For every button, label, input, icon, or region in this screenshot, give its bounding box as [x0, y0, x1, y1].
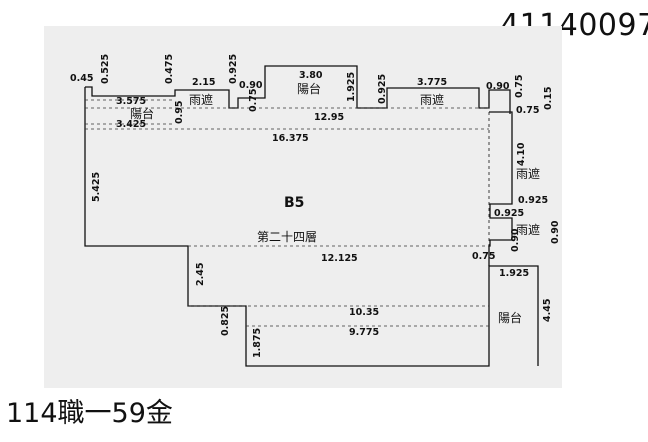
- dim-label: 0.45: [70, 73, 93, 84]
- dim-label: 0.925: [377, 74, 388, 104]
- dim-label: 1.925: [499, 268, 529, 279]
- dim-label: 0.90: [510, 228, 521, 252]
- floor-plan-sheet: 陽台 雨遮 陽台 雨遮 雨遮 雨遮 陽台 B5 第二十四層 0.45 0.525…: [44, 26, 562, 388]
- dim-label: 2.45: [195, 263, 206, 286]
- dim-label: 0.75: [248, 89, 259, 112]
- dim-label: 1.925: [346, 72, 357, 102]
- dim-label: 0.15: [543, 87, 554, 110]
- canopy-label-right: 雨遮: [516, 166, 540, 181]
- dim-label: 10.35: [349, 307, 379, 318]
- dim-label: 0.75: [516, 105, 539, 116]
- dim-label: 3.575: [116, 96, 146, 107]
- dim-label: 5.425: [91, 172, 102, 202]
- canopy-label-top-left: 雨遮: [189, 92, 213, 107]
- dim-label: 0.525: [100, 54, 111, 84]
- dim-label: 12.95: [314, 112, 344, 123]
- dim-label: 0.90: [239, 80, 263, 91]
- balcony-label-top: 陽台: [297, 81, 321, 96]
- dim-label: 0.75: [472, 251, 495, 262]
- floor-label: 第二十四層: [257, 230, 317, 244]
- balcony-label-left: 陽台: [130, 106, 154, 121]
- dim-label: 2.15: [192, 77, 215, 88]
- dim-label: 0.90: [486, 81, 510, 92]
- dim-label: 3.775: [417, 77, 447, 88]
- unit-label: B5: [284, 195, 304, 211]
- dim-label: 0.925: [228, 54, 239, 84]
- canopy-label-top-right: 雨遮: [420, 92, 444, 107]
- dim-label: 1.875: [252, 328, 263, 358]
- dim-label: 0.90: [550, 220, 561, 244]
- dim-label: 0.925: [518, 195, 548, 206]
- dim-label: 0.95: [174, 101, 185, 124]
- canopy-label-right-lower: 雨遮: [516, 222, 540, 237]
- dim-label: 12.125: [321, 253, 358, 264]
- balcony-label-bottom-right: 陽台: [498, 310, 522, 325]
- dim-label: 0.825: [220, 306, 231, 336]
- right-wall: [488, 111, 513, 266]
- top-wall: [85, 65, 511, 114]
- dim-label: 4.10: [516, 142, 527, 166]
- dim-label: 0.925: [494, 208, 524, 219]
- dim-label: 0.475: [164, 54, 175, 84]
- dim-label: 3.425: [116, 119, 146, 130]
- dim-label: 4.45: [542, 299, 553, 322]
- dim-label: 16.375: [272, 133, 309, 144]
- case-caption: 114職一59金: [6, 398, 173, 429]
- dim-label: 0.75: [514, 75, 525, 98]
- dim-label: 9.775: [349, 327, 379, 338]
- dim-label: 3.80: [299, 70, 323, 81]
- floor-plan-drawing: 陽台 雨遮 陽台 雨遮 雨遮 雨遮 陽台 B5 第二十四層 0.45 0.525…: [70, 54, 561, 367]
- unit-outline: [84, 87, 539, 367]
